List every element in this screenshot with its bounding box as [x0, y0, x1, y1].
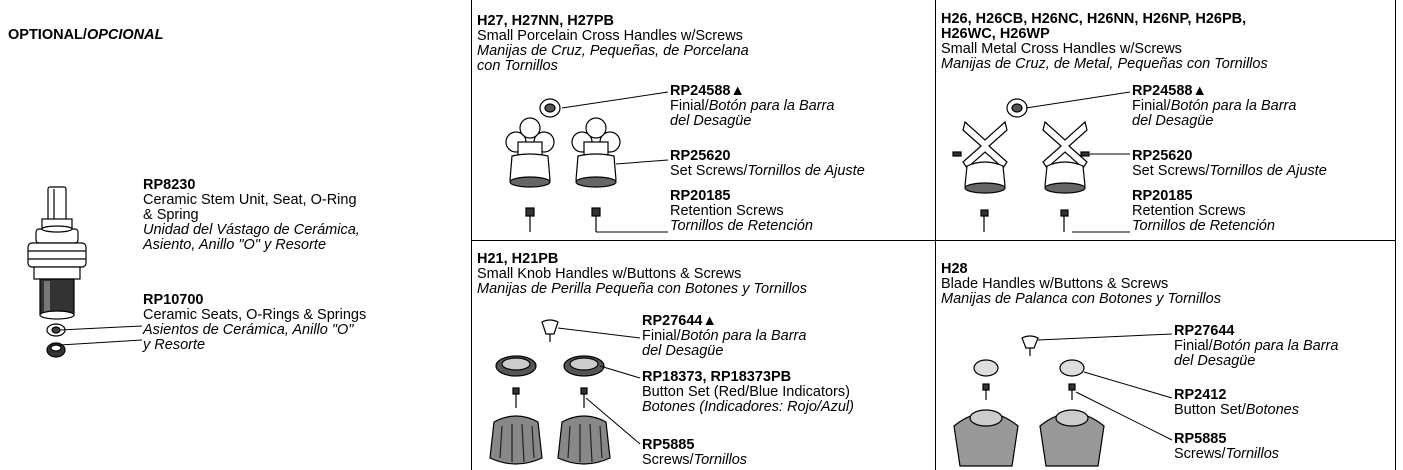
metal-cross-handles-icon [952, 98, 1090, 232]
model-list: H21, H21PB [477, 251, 559, 267]
model-list: H27, H27NN, H27PB [477, 13, 614, 29]
model-list: H26, H26CB, H26NC, H26NN, H26NP, H26PB, [941, 11, 1247, 27]
h28-buttons-text: RP2412 Button Set/Botones [1174, 387, 1299, 418]
h26-finial-text: RP24588▲ Finial/Botón para la Barra del … [1132, 83, 1297, 129]
seat-oring-spring-icon [46, 323, 66, 358]
rp8230-text: RP8230 Ceramic Stem Unit, Seat, O-Ring &… [143, 177, 360, 253]
ceramic-stem-unit-icon [27, 186, 87, 320]
divider-left [471, 0, 472, 470]
h28-finial-text: RP27644 Finial/Botón para la Barra del D… [1174, 323, 1339, 369]
h21-buttons-text: RP18373, RP18373PB Button Set (Red/Blue … [642, 369, 854, 415]
blade-handles-icon [953, 335, 1105, 467]
h26-setscrews-text: RP25620 Set Screws/Tornillos de Ajuste [1132, 148, 1327, 179]
h26-section: H26, H26CB, H26NC, H26NN, H26NP, H26PB, … [941, 11, 1268, 72]
h28-screws-text: RP5885 Screws/Tornillos [1174, 431, 1280, 462]
h27-section: H27, H27NN, H27PB Small Porcelain Cross … [477, 13, 749, 74]
porcelain-cross-handles-icon [505, 98, 621, 232]
h28-section: H28 Blade Handles w/Buttons & Screws Man… [941, 261, 1221, 307]
optional-title: OPTIONAL/OPCIONAL [8, 27, 164, 43]
model-list: H28 [941, 261, 968, 277]
h27-finial-text: RP24588▲ Finial/Botón para la Barra del … [670, 83, 835, 129]
h27-retention-text: RP20185 Retention Screws Tornillos de Re… [670, 188, 813, 234]
h26-retention-text: RP20185 Retention Screws Tornillos de Re… [1132, 188, 1275, 234]
part-number: RP10700 [143, 292, 204, 308]
divider-horizontal [471, 240, 1396, 241]
divider-right [1395, 0, 1396, 470]
knob-handles-icon [489, 319, 611, 465]
h21-section: H21, H21PB Small Knob Handles w/Buttons … [477, 251, 807, 297]
h21-screws-text: RP5885 Screws/Tornillos [642, 437, 748, 468]
h21-finial-text: RP27644▲ Finial/Botón para la Barra del … [642, 313, 807, 359]
rp10700-text: RP10700 Ceramic Seats, O-Rings & Springs… [143, 292, 367, 353]
part-number: RP8230 [143, 177, 196, 193]
divider-middle [935, 0, 936, 470]
h27-setscrews-text: RP25620 Set Screws/Tornillos de Ajuste [670, 148, 865, 179]
optional-section: OPTIONAL/OPCIONAL [8, 28, 163, 43]
